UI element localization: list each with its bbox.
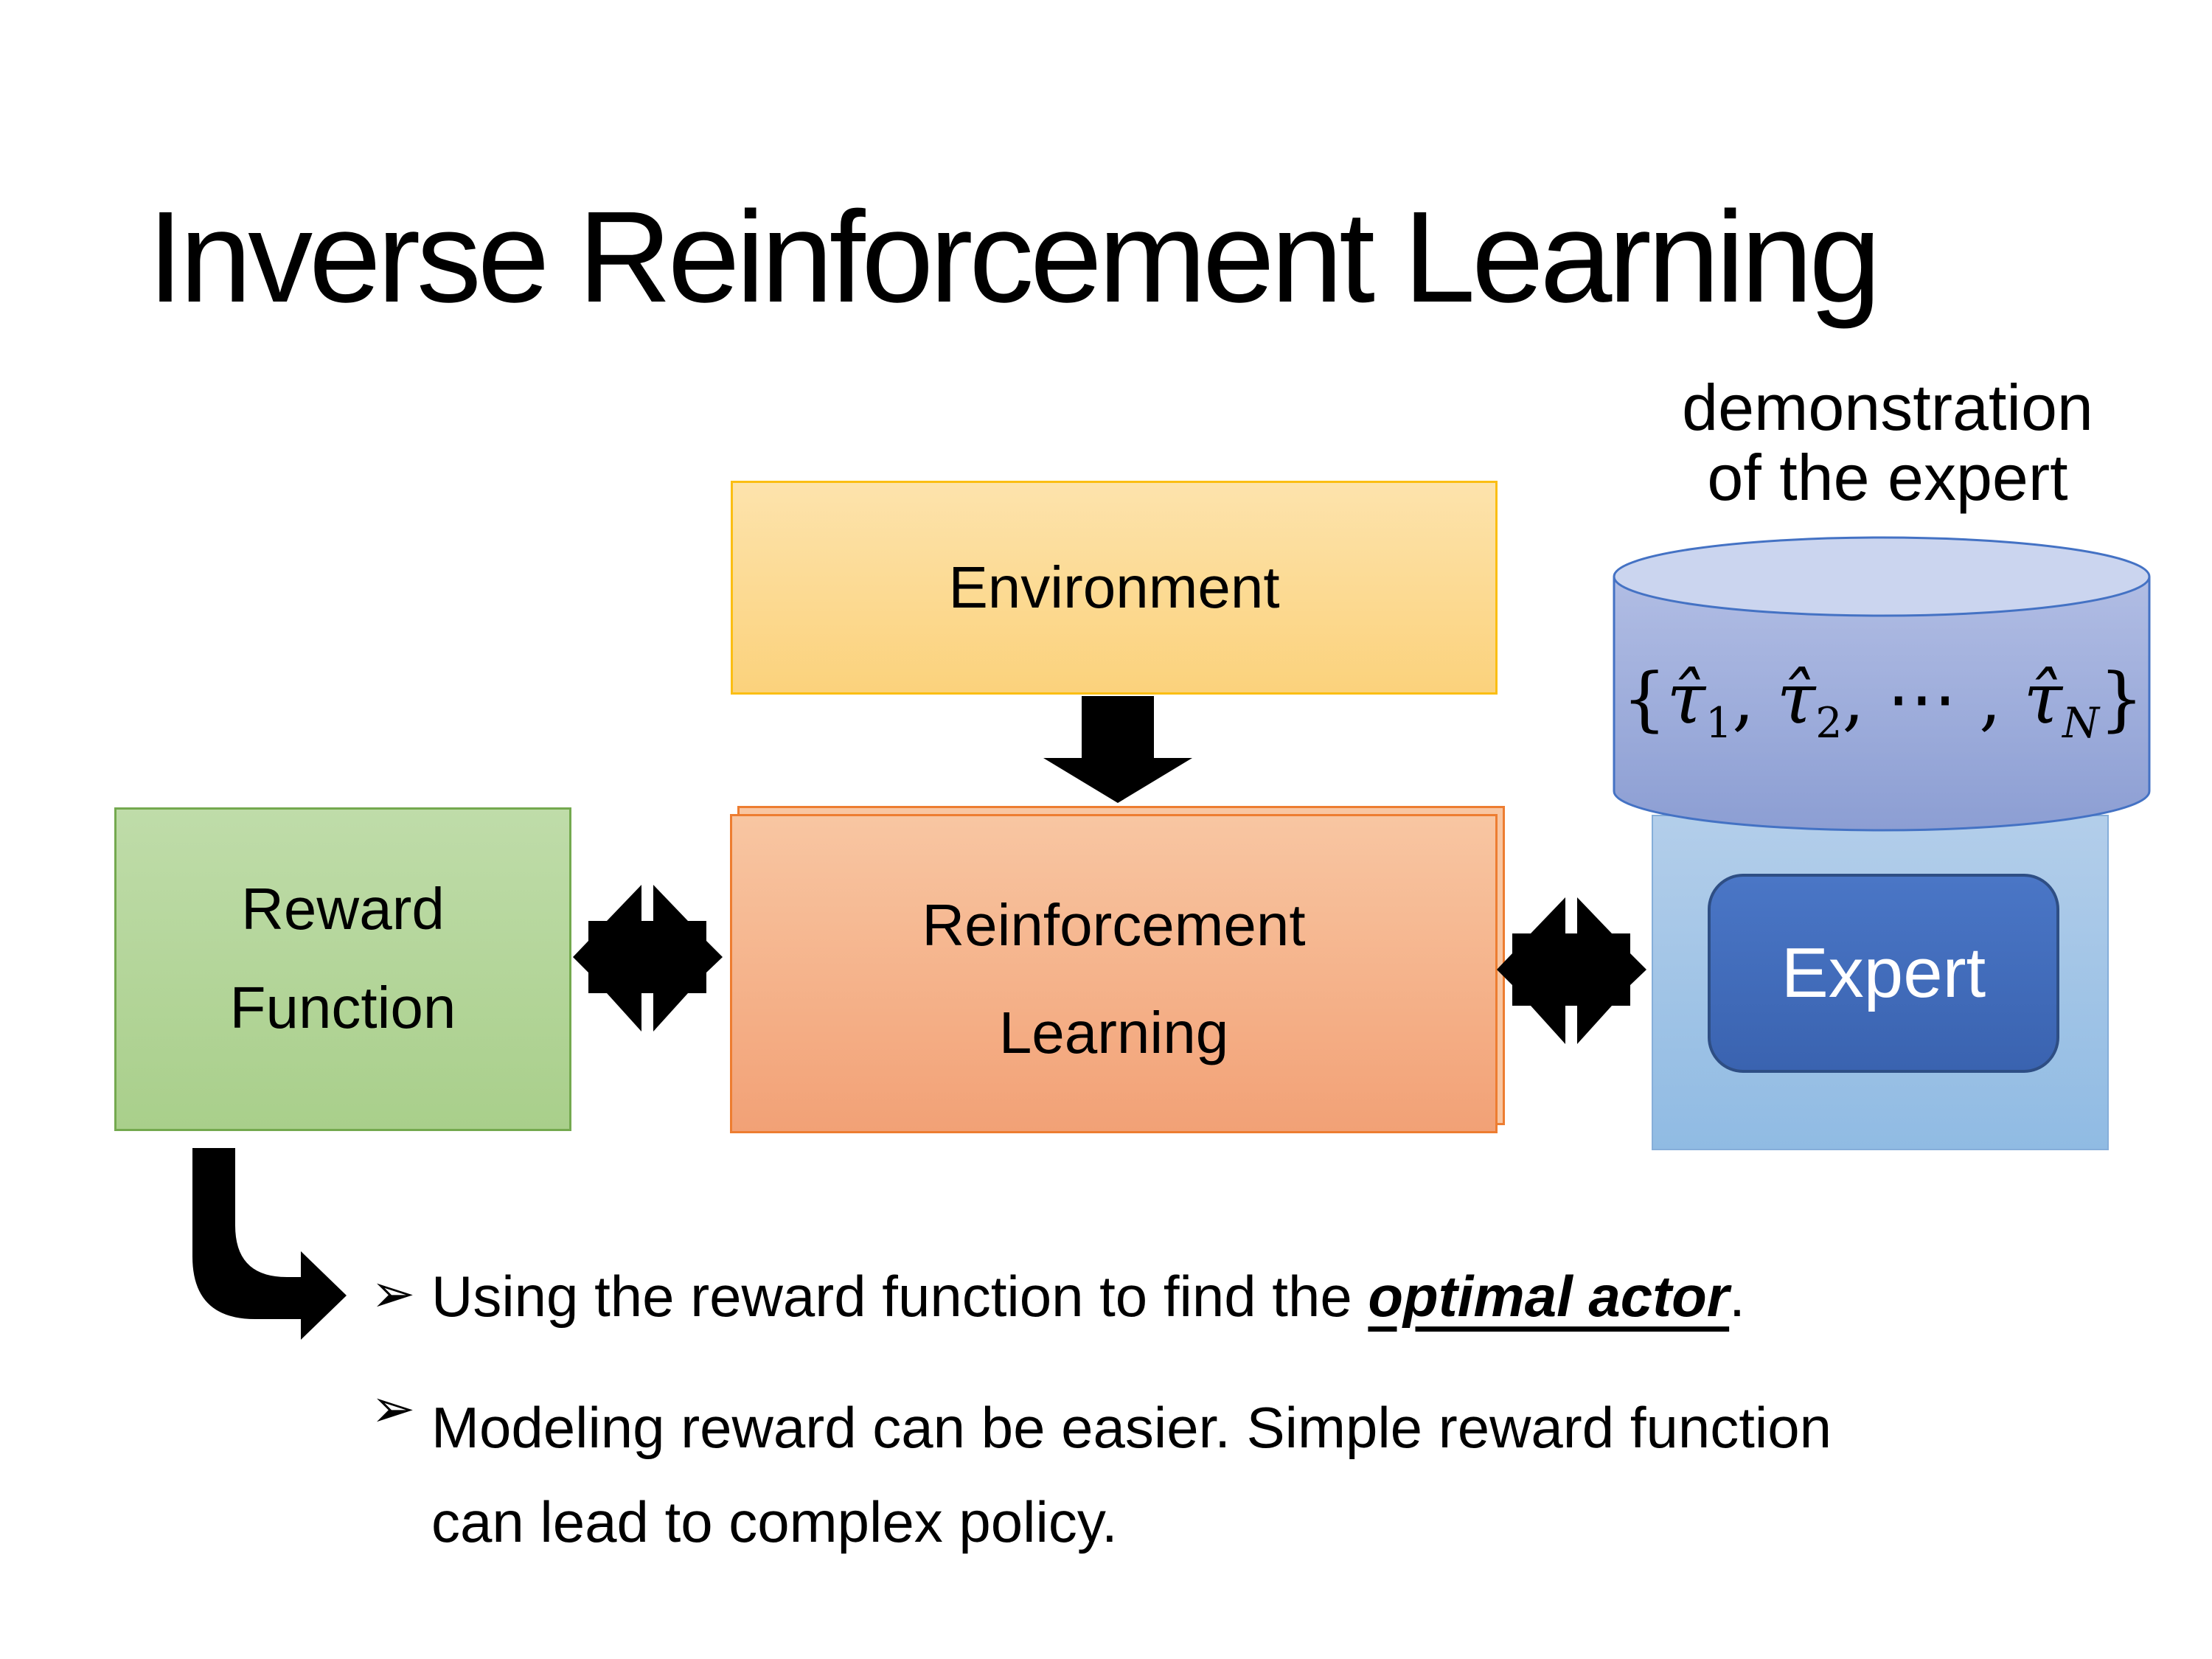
bullet-item-1: ➢ Using the reward function to find the … [371,1265,1745,1329]
expert-box: Expert [1708,874,2059,1073]
bullet-1-text: Using the reward function to find the op… [431,1265,1745,1329]
formula-dots: , ⋯ , [1842,658,2024,740]
expert-label: Expert [1781,933,1986,1012]
reinforcement-learning-label-line1: Reinforcement [922,891,1306,958]
formula-tau-2: τ̂ [1776,658,1816,740]
bullet-1-suffix: . [1729,1264,1745,1329]
bullet-item-2: ➢ Modeling reward can be easier. Simple … [371,1380,1891,1569]
elbow-arrow-icon [192,1148,347,1340]
formula-comma: , [1732,658,1777,740]
double-arrow-left-icon [573,885,723,1032]
bullet-marker-icon: ➢ [371,1377,416,1439]
formula-open-brace: { [1622,658,1667,740]
trajectory-set-formula: {τ̂1, τ̂2, ⋯ , τ̂N} [1622,658,2144,748]
formula-close-brace: } [2098,658,2144,740]
slide-title: Inverse Reinforcement Learning [147,185,1881,330]
bullet-2-text: Modeling reward can be easier. Simple re… [431,1395,1832,1554]
formula-tau-1: τ̂ [1666,658,1706,740]
environment-box: Environment [731,481,1498,695]
database-cylinder-icon [1613,536,2151,832]
demonstration-caption-line2: of the expert [1707,441,2068,515]
demonstration-caption-line1: demonstration [1682,371,2093,444]
bullet-1-emphasis: optimal actor [1368,1264,1730,1329]
double-arrow-right-icon [1497,897,1646,1044]
formula-tau-n: τ̂ [2023,658,2063,740]
reinforcement-learning-box: Reinforcement Learning [730,814,1498,1133]
formula-sub-n: N [2062,699,2099,748]
reward-function-label-line2: Function [229,974,456,1040]
down-arrow-icon [1043,696,1192,803]
formula-sub-1: 1 [1705,699,1733,748]
bullet-marker-icon: ➢ [371,1262,416,1324]
demonstration-caption: demonstration of the expert [1593,372,2183,512]
bullet-1-prefix: Using the reward function to find the [431,1264,1368,1329]
reward-function-label-line1: Reward [241,875,445,942]
reinforcement-learning-label-line2: Learning [998,999,1229,1065]
formula-sub-2: 2 [1815,699,1843,748]
reward-function-box: Reward Function [114,807,571,1131]
environment-label: Environment [948,554,1280,620]
